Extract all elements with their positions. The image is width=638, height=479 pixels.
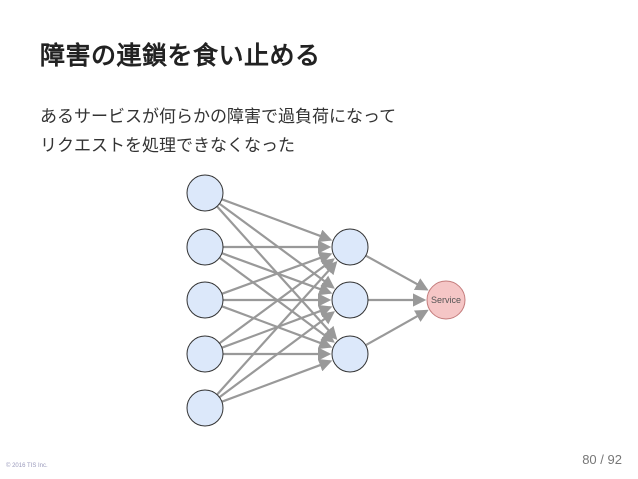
page-total: 92 xyxy=(607,452,622,467)
input-node-1 xyxy=(186,174,224,212)
input-node-5 xyxy=(186,389,224,427)
edges-group xyxy=(216,198,429,403)
edge-input-5-to-hidden-3 xyxy=(221,358,333,403)
service-node xyxy=(426,280,466,320)
page-number: 80 / 92 xyxy=(582,452,622,467)
edge-hidden-1-to-output-1 xyxy=(365,254,429,291)
edge-input-5-to-hidden-2 xyxy=(218,311,335,399)
edge-input-1-to-hidden-1 xyxy=(221,198,333,243)
edge-input-5-to-hidden-1 xyxy=(216,260,338,396)
page-separator: / xyxy=(600,452,604,467)
body-line-2: リクエストを処理できなくなった xyxy=(40,136,295,156)
slide-title: 障害の連鎖を食い止める xyxy=(40,41,321,70)
input-node-3 xyxy=(186,281,224,319)
hidden-node-3 xyxy=(331,335,369,373)
edge-input-3-to-hidden-1 xyxy=(221,251,333,295)
edge-hidden-3-to-output-1 xyxy=(365,309,429,347)
page-current: 80 xyxy=(582,452,597,467)
service-node-label: Service xyxy=(431,295,461,305)
input-node-4 xyxy=(186,335,224,373)
slide-body: あるサービスが何らかの障害で過負荷になって リクエストを処理できなくなった xyxy=(40,103,396,161)
edge-input-4-to-hidden-1 xyxy=(218,258,335,345)
hidden-node-1 xyxy=(331,228,369,266)
nodes-group: Service xyxy=(186,174,466,427)
hidden-node-2 xyxy=(331,281,369,319)
input-node-2 xyxy=(186,228,224,266)
body-line-1: あるサービスが何らかの障害で過負荷になって xyxy=(40,107,397,127)
copyright: © 2016 TIS Inc. xyxy=(6,463,48,469)
